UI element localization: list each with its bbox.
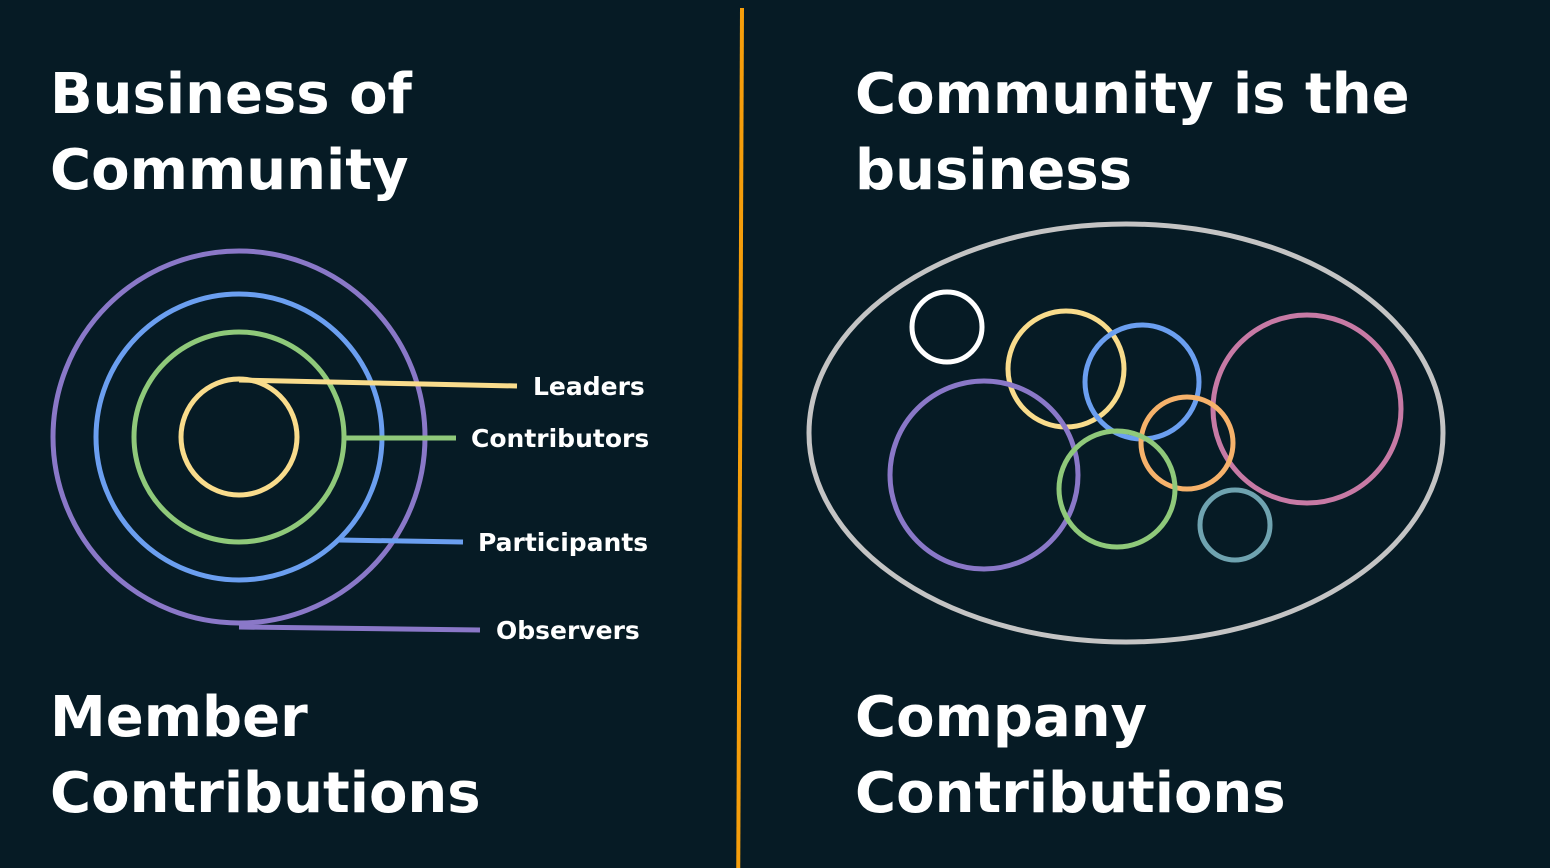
right-title-line-1: Community is the <box>855 62 1410 127</box>
contributors-label: Contributors <box>471 424 649 453</box>
participants-connector <box>338 537 464 545</box>
contributors-ring <box>131 329 347 545</box>
left-title-line-2: Community <box>50 138 409 203</box>
orange-company-circle <box>1138 394 1236 492</box>
right-title-line-2: business <box>855 138 1132 203</box>
right-title: Community is the business <box>855 57 1410 209</box>
leaders-ring <box>178 376 300 498</box>
right-footer-line-1: Company <box>855 685 1148 750</box>
left-title: Business of Community <box>50 57 412 209</box>
leaders-connector <box>238 377 518 389</box>
left-footer-line-1: Member <box>50 685 308 750</box>
teal-company-circle <box>1197 487 1273 563</box>
participants-label: Participants <box>478 528 648 557</box>
yellow-company-circle <box>1005 308 1127 430</box>
left-title-line-1: Business of <box>50 62 412 127</box>
green-company-circle <box>1056 428 1178 550</box>
purple-company-circle <box>887 378 1081 572</box>
community-ellipse-diagram <box>806 221 1446 645</box>
pink-company-circle <box>1210 312 1404 506</box>
left-footer-line-2: Contributions <box>50 761 481 826</box>
community-boundary-ellipse <box>806 221 1446 645</box>
leaders-label: Leaders <box>533 372 645 401</box>
left-footer: Member Contributions <box>50 680 481 832</box>
right-footer-line-2: Contributions <box>855 761 1286 826</box>
observers-connector <box>238 624 481 633</box>
participants-ring <box>93 291 385 583</box>
blue-company-circle <box>1082 322 1202 442</box>
right-footer: Company Contributions <box>855 680 1286 832</box>
concentric-rings-diagram <box>50 248 518 633</box>
white-company-circle <box>909 289 985 365</box>
observers-label: Observers <box>496 616 640 645</box>
